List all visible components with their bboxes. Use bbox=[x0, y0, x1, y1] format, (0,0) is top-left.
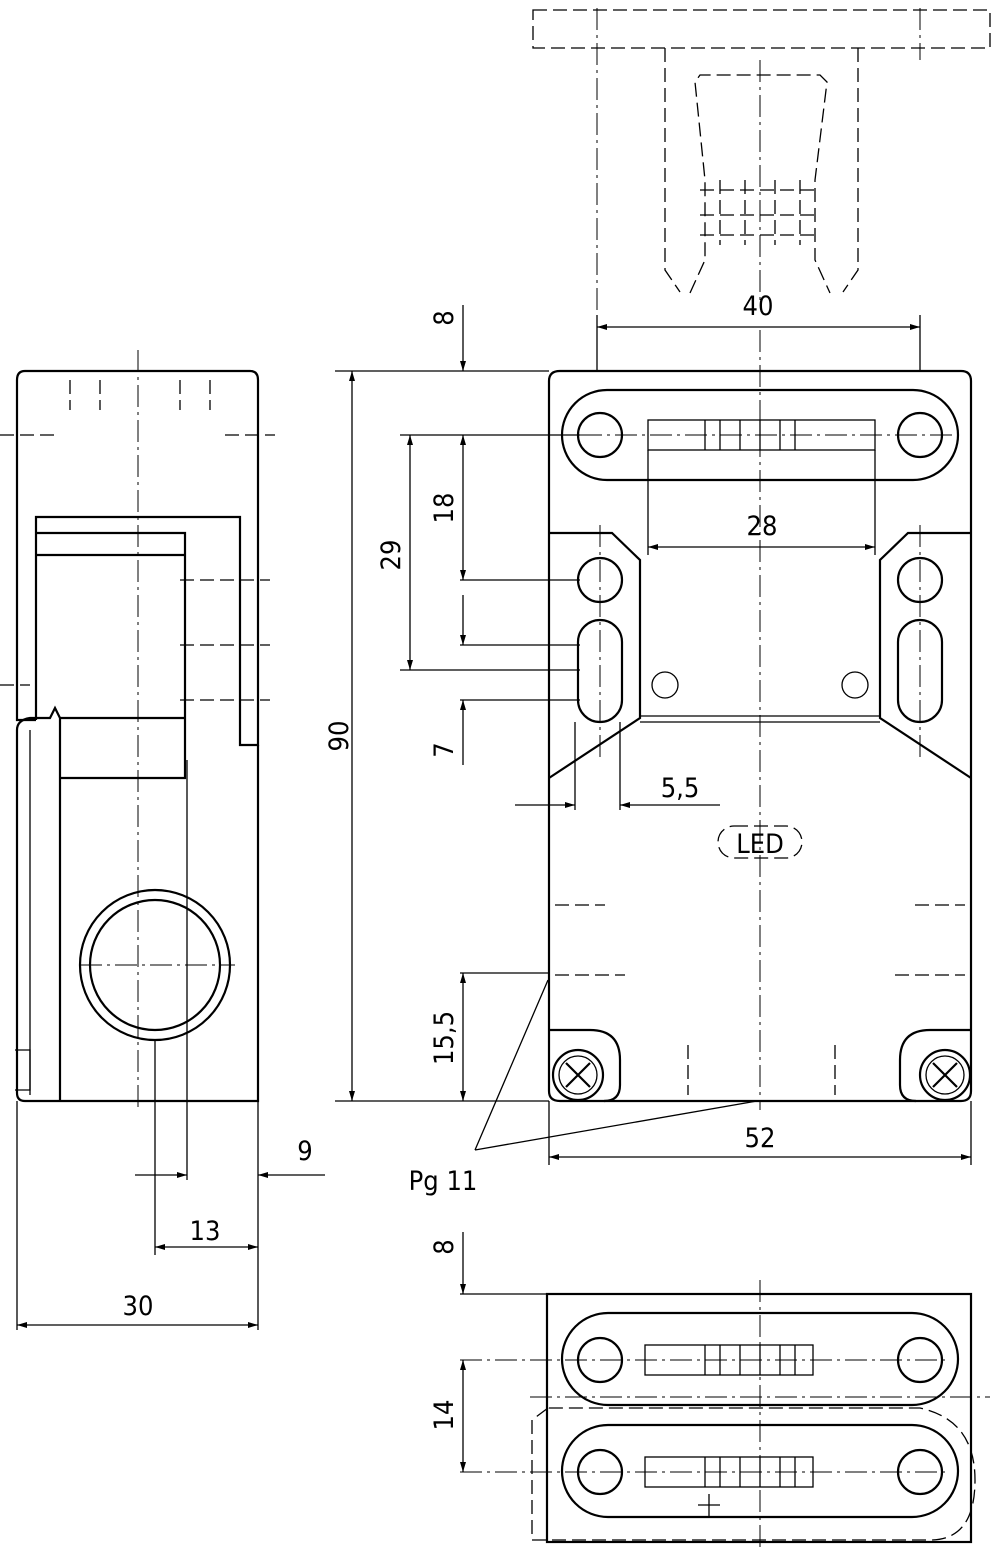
dimension-label: 14 bbox=[429, 1400, 460, 1431]
dimension-label: 5,5 bbox=[661, 773, 700, 804]
dimension-label: 30 bbox=[123, 1291, 154, 1322]
dimension-label: 15,5 bbox=[429, 1011, 460, 1065]
dimension-label: 29 bbox=[376, 540, 407, 571]
dimension-label: 13 bbox=[190, 1216, 221, 1247]
dimension-label: 18 bbox=[429, 493, 460, 524]
led-label: LED bbox=[736, 829, 784, 860]
dimension-label: 28 bbox=[747, 511, 778, 542]
dimension-label: 40 bbox=[743, 291, 774, 322]
bottom-view: 8 14 bbox=[429, 1232, 990, 1550]
dimension-label: 8 bbox=[429, 310, 460, 325]
dimension-label: 8 bbox=[429, 1239, 460, 1254]
dimension-label: 9 bbox=[297, 1136, 312, 1167]
front-dimensions: 40 28 90 8 18 29 7 5,5 15,5 52 Pg 11 bbox=[324, 291, 972, 1197]
actuator-outline bbox=[532, 8, 991, 360]
cable-entry-label: Pg 11 bbox=[409, 1166, 478, 1197]
dimension-label: 7 bbox=[429, 742, 460, 757]
dimension-label: 90 bbox=[324, 721, 355, 752]
front-view: LED bbox=[547, 330, 973, 1110]
led-indicator bbox=[717, 825, 803, 859]
screw-right-icon bbox=[918, 1048, 972, 1102]
side-view: 9 13 30 bbox=[0, 350, 325, 1330]
dimension-label: 52 bbox=[745, 1123, 776, 1154]
screw-left-icon bbox=[551, 1048, 605, 1102]
